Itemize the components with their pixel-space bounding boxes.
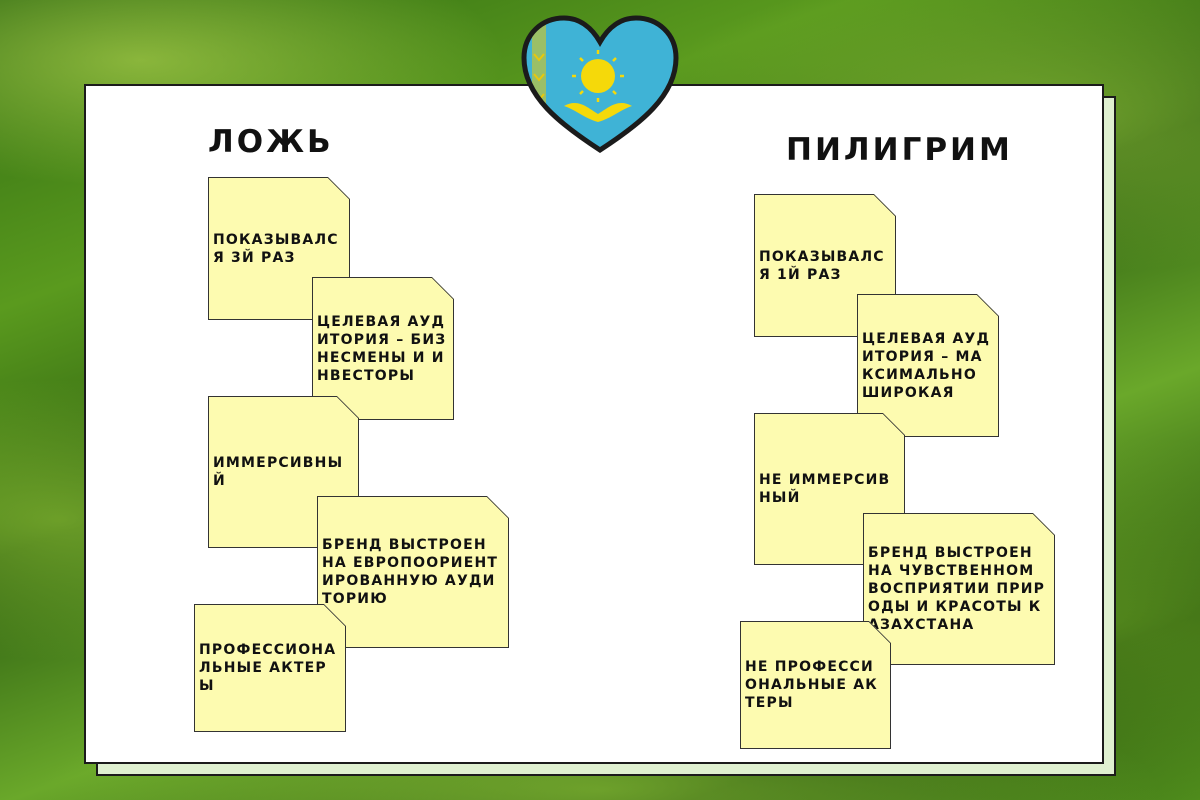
left-column-title: ЛОЖЬ (208, 124, 334, 160)
sticky-note: НЕ ПРОФЕССИОНАЛЬНЫЕ АКТЕРЫ (740, 621, 891, 749)
note-text: ПРОФЕССИОНАЛЬНЫЕ АКТЕРЫ (199, 642, 337, 694)
sticky-note: ПОКАЗЫВАЛСЯ 3Й РАЗ (208, 177, 350, 320)
sticky-note: НЕ ИММЕРСИВНЫЙ (754, 413, 905, 565)
note-text: ЦЕЛЕВАЯ АУДИТОРИЯ – БИЗНЕСМЕНЫ И ИНВЕСТО… (317, 313, 447, 384)
right-column-title: ПИЛИГРИМ (786, 132, 1013, 168)
note-text: ПОКАЗЫВАЛСЯ 3Й РАЗ (213, 231, 339, 266)
note-text: ИММЕРСИВНЫЙ (213, 455, 344, 489)
sticky-note: БРЕНД ВЫСТРОЕН НА ЕВРОПООРИЕНТИРОВАННУЮ … (317, 496, 509, 648)
sticky-note: ПОКАЗЫВАЛСЯ 1Й РАЗ (754, 194, 896, 337)
note-text: БРЕНД ВЫСТРОЕН НА ЕВРОПООРИЕНТИРОВАННУЮ … (322, 537, 499, 607)
note-text: ЦЕЛЕВАЯ АУДИТОРИЯ – МАКСИМАЛЬНО ШИРОКАЯ (862, 330, 991, 401)
sticky-note: БРЕНД ВЫСТРОЕН НА ЧУВСТВЕННОМ ВОСПРИЯТИИ… (863, 513, 1055, 665)
sticky-note: ИММЕРСИВНЫЙ (208, 396, 359, 548)
note-text: ПОКАЗЫВАЛСЯ 1Й РАЗ (759, 248, 885, 283)
sticky-note: ЦЕЛЕВАЯ АУДИТОРИЯ – БИЗНЕСМЕНЫ И ИНВЕСТО… (312, 277, 454, 420)
note-text: НЕ ПРОФЕССИОНАЛЬНЫЕ АКТЕРЫ (745, 659, 878, 711)
note-text: НЕ ИММЕРСИВНЫЙ (759, 472, 891, 506)
kazakhstan-flag-heart-icon (521, 15, 679, 153)
sticky-note: ПРОФЕССИОНАЛЬНЫЕ АКТЕРЫ (194, 604, 346, 732)
note-text: БРЕНД ВЫСТРОЕН НА ЧУВСТВЕННОМ ВОСПРИЯТИИ… (868, 545, 1046, 633)
